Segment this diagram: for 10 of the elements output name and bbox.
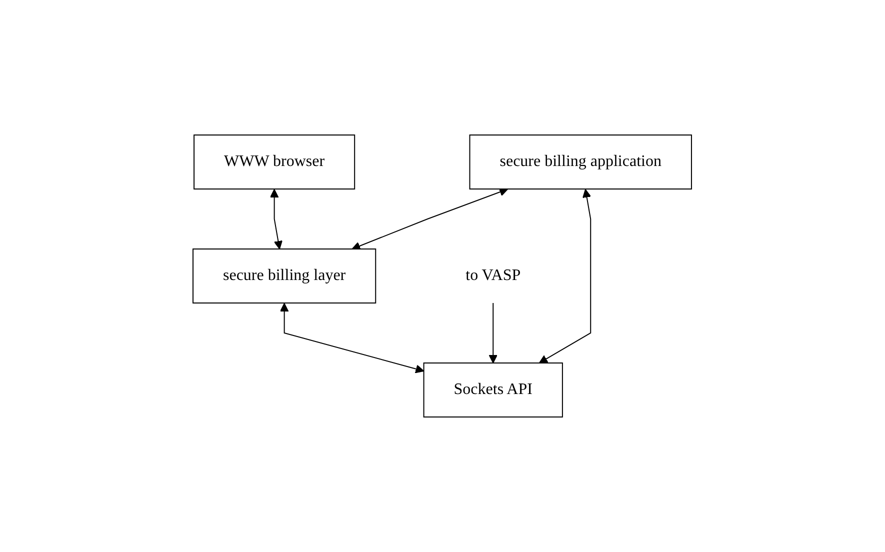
arrow bbox=[488, 302, 498, 364]
node-box: WWW browser bbox=[194, 134, 356, 190]
node-box: secure billing application bbox=[470, 134, 692, 190]
arrow bbox=[270, 189, 283, 250]
node-box: secure billing layer bbox=[192, 248, 376, 304]
arrow bbox=[352, 188, 508, 250]
arrow bbox=[280, 303, 424, 374]
node-text: to VASP bbox=[466, 266, 521, 284]
arrow bbox=[539, 189, 592, 364]
node-box: Sockets API bbox=[424, 362, 564, 418]
